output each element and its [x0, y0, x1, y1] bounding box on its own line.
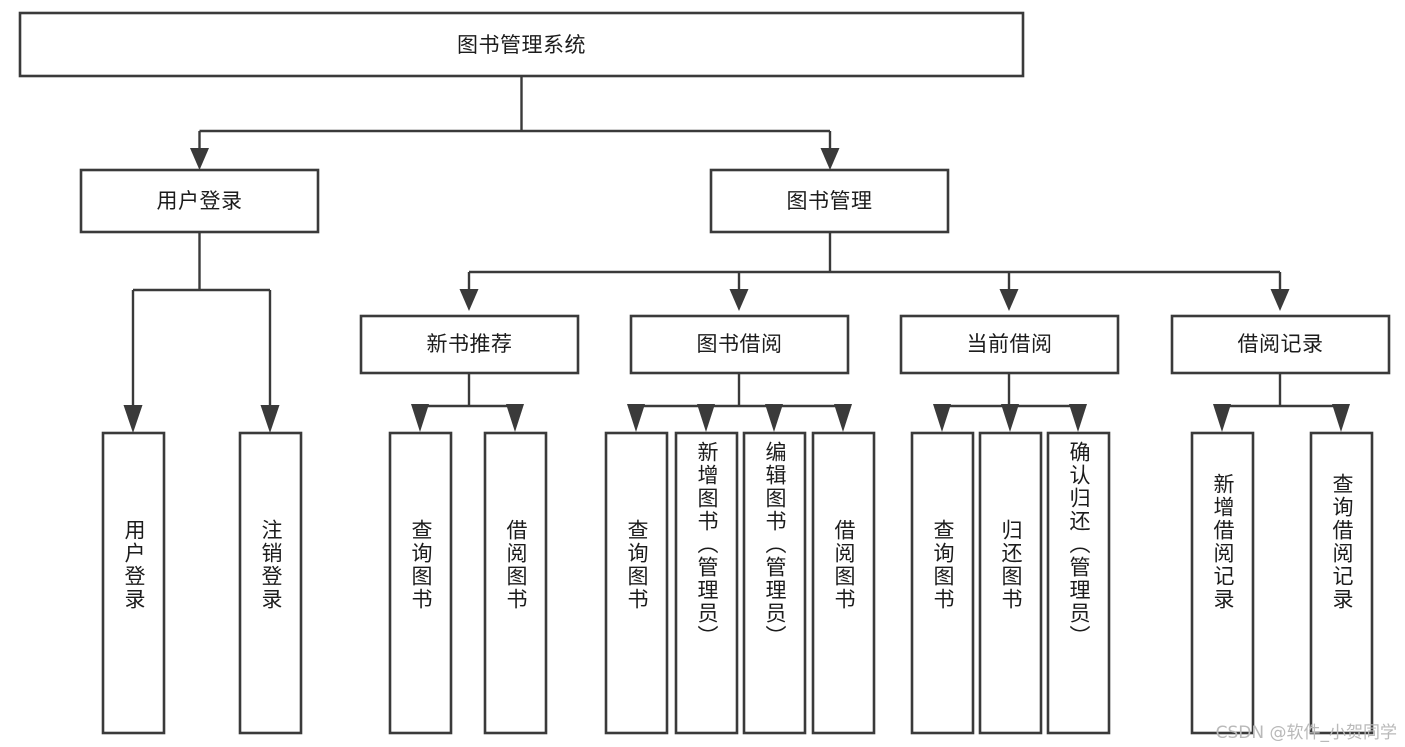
node-new-book-recommend[interactable] — [359, 314, 580, 375]
watermark-text: CSDN @软件_小贺同学 — [1215, 723, 1397, 743]
arrow-icon-leaf-borrow-book-1 — [506, 404, 524, 432]
node-borrow-record[interactable] — [1170, 314, 1391, 375]
node-current-borrow[interactable] — [899, 314, 1120, 375]
arrow-icon-leaf-query-record — [1332, 404, 1350, 432]
node-boxes: 图书管理系统 用户登录 图书管理 新书推荐 图书借阅 当前借阅 借阅记录 — [18, 11, 1391, 735]
node-book-borrow-label: 图书借阅 — [697, 332, 783, 356]
node-book-borrow[interactable] — [629, 314, 850, 375]
node-leaf-add-book[interactable] — [674, 431, 739, 735]
node-leaf-query-book-2[interactable] — [604, 431, 669, 735]
arrow-icon-leaf-return-book — [1001, 404, 1019, 432]
node-leaf-confirm-return[interactable] — [1046, 431, 1111, 735]
node-root-label: 图书管理系统 — [457, 33, 586, 57]
node-root[interactable] — [18, 11, 1025, 78]
node-leaf-borrow-book-2[interactable] — [811, 431, 876, 735]
node-new-book-recommend-label: 新书推荐 — [427, 332, 513, 356]
arrow-icon-book-borrow — [729, 289, 749, 311]
node-leaf-query-book-3[interactable] — [910, 431, 975, 735]
node-current-borrow-label: 当前借阅 — [967, 332, 1053, 356]
node-leaf-add-record[interactable] — [1190, 431, 1255, 735]
arrow-icon-leaf-edit-book — [765, 404, 783, 432]
arrow-icon-borrow-record — [1270, 289, 1290, 311]
node-user-login-label: 用户登录 — [157, 189, 243, 213]
arrow-icon-leaf-query-book-1 — [411, 404, 429, 432]
node-leaf-user-login[interactable] — [101, 431, 166, 735]
node-leaf-query-book-1[interactable] — [388, 431, 453, 735]
arrow-icon-leaf-logout — [260, 405, 280, 433]
arrow-icon-leaf-query-book-2 — [627, 404, 645, 432]
node-user-login[interactable] — [79, 168, 320, 234]
arrow-icon-leaf-confirm-return — [1069, 404, 1087, 432]
arrow-icon-new-book-recommend — [459, 289, 479, 311]
node-leaf-borrow-book-1[interactable] — [483, 431, 548, 735]
node-leaf-return-book[interactable] — [978, 431, 1043, 735]
arrow-icon-leaf-borrow-book-2 — [834, 404, 852, 432]
arrow-icon-leaf-query-book-3 — [933, 404, 951, 432]
node-leaf-query-record[interactable] — [1309, 431, 1374, 735]
arrow-icon-leaf-user-login — [123, 405, 143, 433]
arrow-icon-current-borrow — [999, 289, 1019, 311]
node-leaf-logout[interactable] — [238, 431, 303, 735]
node-book-management[interactable] — [709, 168, 950, 234]
arrow-icon-leaf-add-record — [1213, 404, 1231, 432]
node-book-management-label: 图书管理 — [787, 189, 873, 213]
node-borrow-record-label: 借阅记录 — [1238, 332, 1324, 356]
arrow-icon-book-management — [820, 148, 840, 170]
arrow-icon-user-login — [190, 148, 209, 170]
arrow-heads — [123, 148, 1350, 433]
arrow-icon-leaf-add-book — [697, 404, 715, 432]
node-leaf-edit-book[interactable] — [742, 431, 807, 735]
